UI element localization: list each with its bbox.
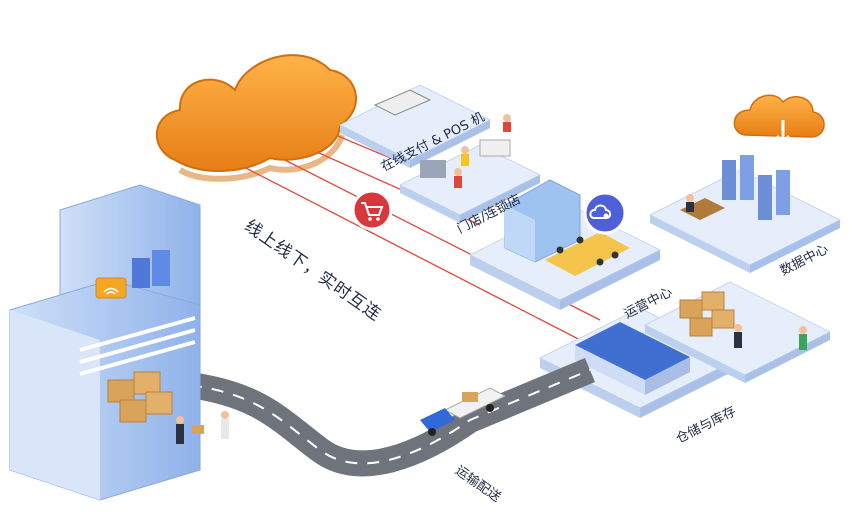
storage-platform — [643, 281, 832, 383]
delivery-truck — [420, 387, 507, 436]
wifi-icon — [95, 277, 127, 299]
road — [188, 358, 595, 477]
cart-icon — [351, 189, 393, 231]
online-payment-platform — [338, 84, 511, 168]
office-building — [9, 184, 229, 501]
cloud-download-icon — [733, 94, 825, 146]
cloud-icon — [155, 54, 357, 182]
store-platform — [398, 139, 542, 223]
data-center-platform — [648, 155, 842, 273]
cloud-gear-icon — [583, 191, 627, 235]
